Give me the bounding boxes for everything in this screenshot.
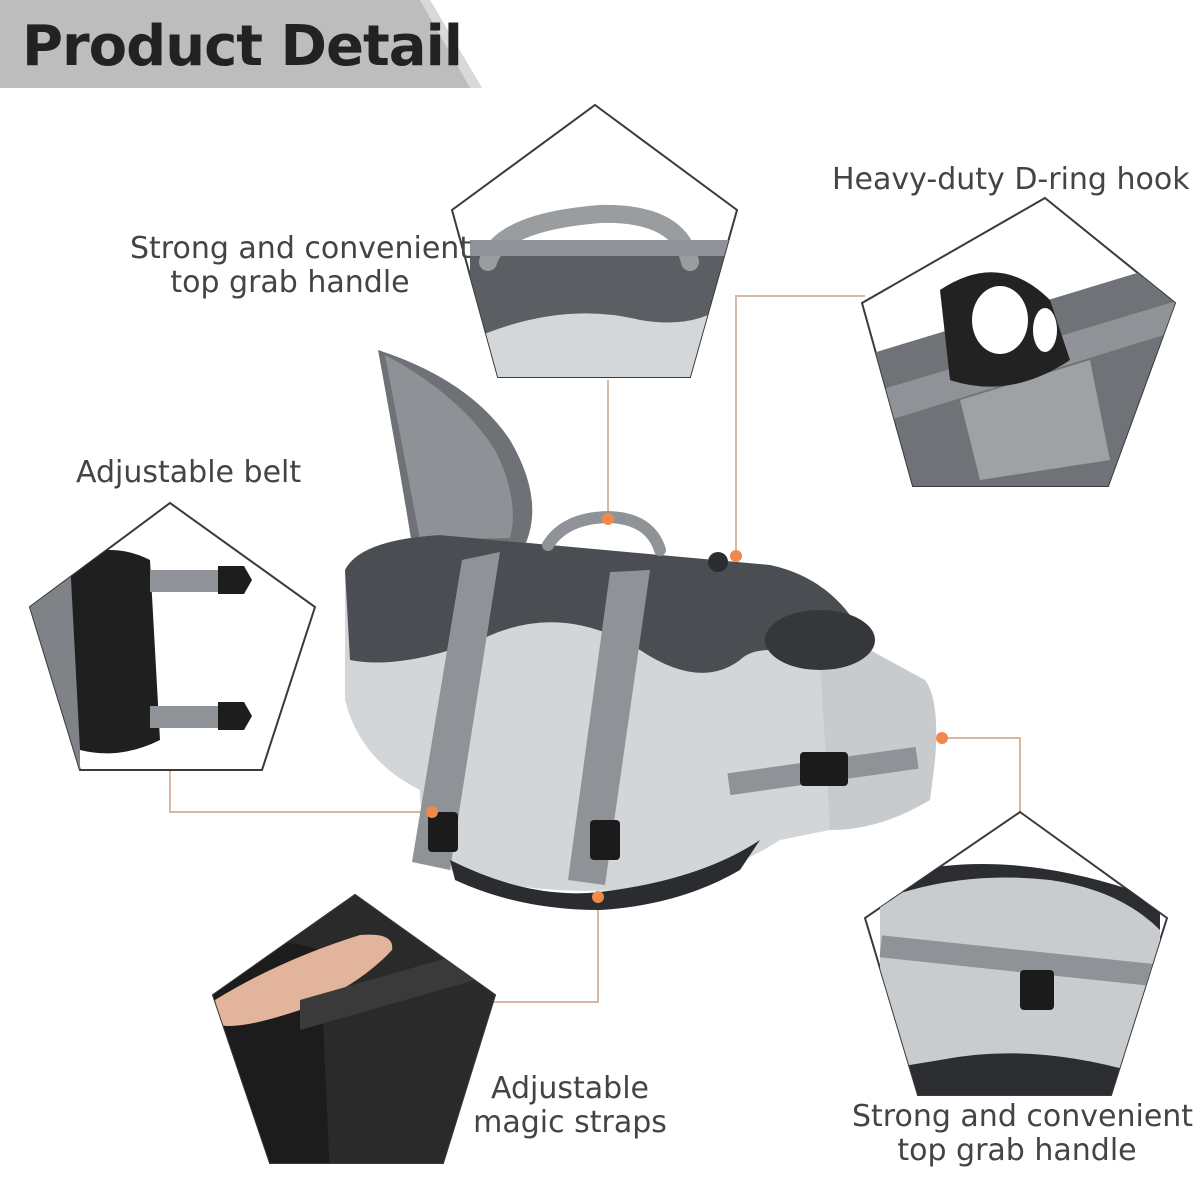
dot-belt <box>426 806 438 818</box>
caption-belt-line1: Adjustable belt <box>76 455 302 490</box>
leader-bottom-handle <box>942 737 1021 812</box>
dot-d-ring <box>730 550 742 562</box>
leader-belt <box>169 770 432 813</box>
vest-strap-1 <box>412 552 500 870</box>
caption-top-handle-line2: top grab handle <box>170 265 410 300</box>
caption-belt: Adjustable belt <box>76 456 306 490</box>
caption-straps-line1: Adjustable <box>491 1071 649 1106</box>
callout-dots <box>426 513 948 903</box>
shark-life-vest <box>345 350 937 910</box>
detail-grab-handle-bottom <box>863 810 1169 1096</box>
leader-d-ring <box>735 295 865 556</box>
caption-bottom-handle: Strong and convenient top grab handle <box>852 1099 1194 1168</box>
caption-d-ring-line1: Heavy-duty D-ring hook <box>832 162 1190 197</box>
dot-bottom-handle <box>936 732 948 744</box>
vest-strap-2 <box>568 570 650 885</box>
caption-top-handle-line1: Strong and convenient <box>130 231 472 266</box>
caption-straps: Adjustable magic straps <box>470 1072 670 1140</box>
detail-grab-handle-top <box>450 103 739 378</box>
leader-straps <box>470 897 599 1003</box>
leader-lines <box>169 295 1021 1003</box>
header-banner <box>0 0 482 88</box>
page-title: Product Detail <box>22 14 463 79</box>
header-banner-accent <box>420 0 482 88</box>
caption-bottom-handle-line2: top grab handle <box>897 1133 1137 1168</box>
detail-adjustable-belt <box>28 501 317 771</box>
caption-d-ring: Heavy-duty D-ring hook <box>832 162 1190 197</box>
dot-straps <box>592 891 604 903</box>
caption-straps-line2: magic straps <box>473 1105 667 1140</box>
caption-top-handle: Strong and convenient top grab handle <box>130 231 472 300</box>
caption-bottom-handle-line1: Strong and convenient <box>852 1099 1194 1134</box>
dot-top-handle <box>602 513 614 525</box>
detail-d-ring <box>860 196 1177 487</box>
header: Product Detail <box>0 0 1200 95</box>
detail-magic-straps <box>211 893 497 1164</box>
